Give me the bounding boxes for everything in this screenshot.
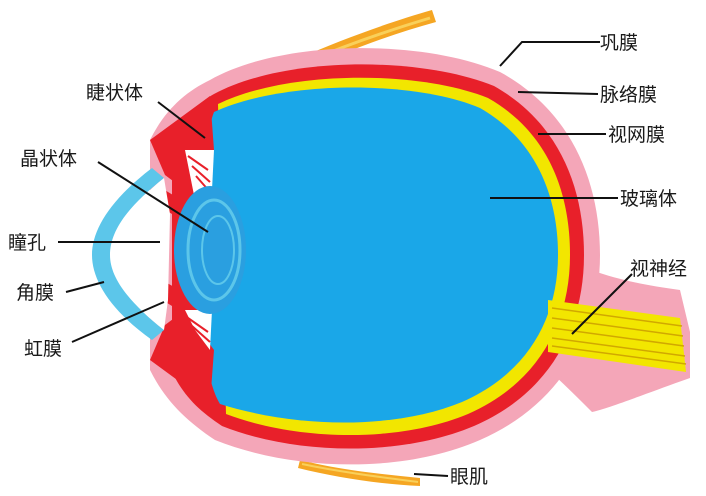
cornea-leader: [66, 282, 104, 292]
vitreous-label: 玻璃体: [620, 188, 677, 210]
eye-muscle-leader: [414, 474, 448, 476]
optic-nerve-label: 视神经: [630, 258, 687, 280]
iris-label: 虹膜: [24, 338, 62, 360]
sclera-leader: [500, 42, 600, 66]
pupil-label: 瞳孔: [8, 232, 46, 254]
choroid-label: 脉络膜: [600, 84, 657, 106]
eye-muscle-label: 眼肌: [450, 466, 488, 488]
vitreous-body: [200, 87, 558, 422]
retina-label: 视网膜: [608, 124, 665, 146]
sclera-label: 巩膜: [600, 32, 638, 54]
lens: [174, 186, 246, 314]
lens-label: 晶状体: [20, 148, 77, 170]
cornea-label: 角膜: [16, 282, 54, 304]
ciliary-body-label: 睫状体: [86, 82, 143, 104]
